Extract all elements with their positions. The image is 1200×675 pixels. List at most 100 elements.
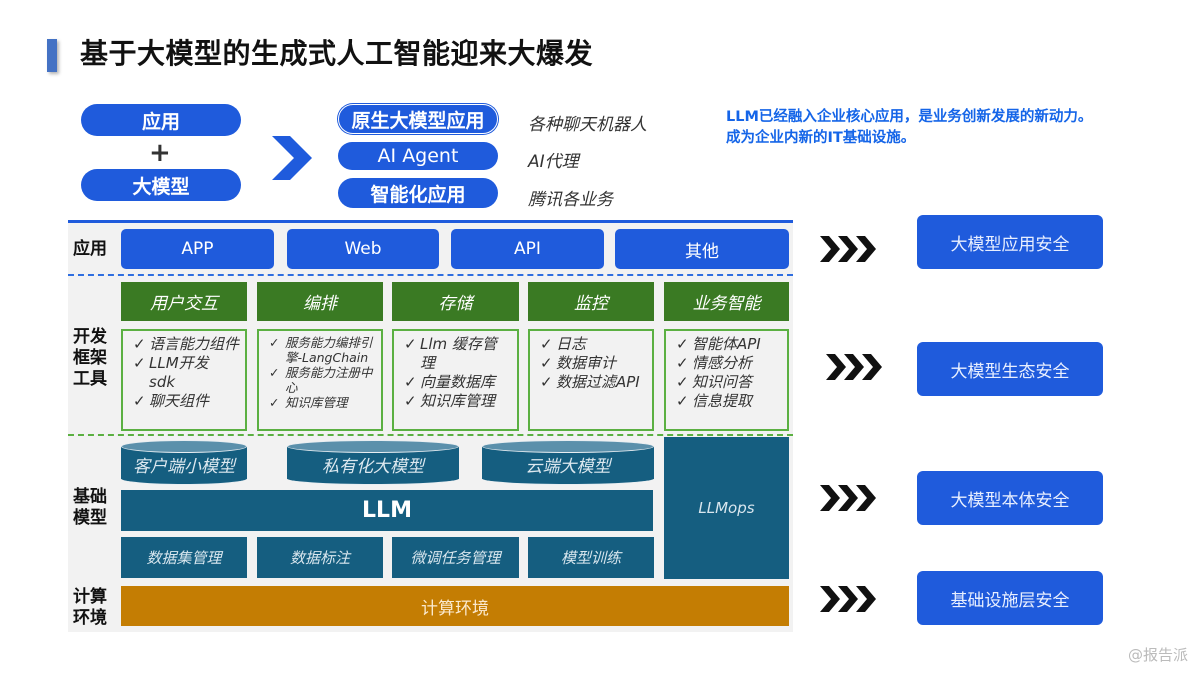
security-ecosystem: 大模型生态安全 bbox=[917, 342, 1103, 396]
app-item-api: API bbox=[451, 229, 604, 269]
list-item: ✓数据审计 bbox=[540, 354, 646, 373]
dev-box-user-interaction: ✓语言能力组件 ✓LLM开发 sdk ✓聊天组件 bbox=[121, 329, 247, 431]
list-item: ✓Llm 缓存管理 bbox=[404, 335, 511, 373]
list-item-text: 服务能力注册中心 bbox=[285, 365, 373, 395]
app-item-web: Web bbox=[287, 229, 439, 269]
list-item: ✓知识问答 bbox=[676, 373, 781, 392]
cylinder-label: 云端大模型 bbox=[525, 457, 611, 477]
dev-header-business-intelligence: 业务智能 bbox=[664, 282, 789, 321]
dev-box-orchestration: ✓ 服务能力编排引擎-LangChain ✓ 服务能力注册中心 ✓ 知识库管理 bbox=[257, 329, 383, 431]
row-label-line: 工具 bbox=[73, 369, 107, 389]
list-item: ✓LLM开发 sdk bbox=[133, 354, 239, 392]
pill-application: 应用 bbox=[81, 104, 241, 136]
pill-intelligent-app: 智能化应用 bbox=[338, 178, 498, 208]
dev-header-monitoring: 监控 bbox=[528, 282, 654, 321]
check-icon: ✓ bbox=[676, 335, 689, 353]
watermark: @报告派 bbox=[1127, 646, 1188, 664]
row-label-application: 应用 bbox=[73, 239, 107, 259]
divider-dashed-green bbox=[68, 434, 793, 436]
row-label-line: 计算 bbox=[73, 587, 107, 607]
title-accent-bar bbox=[47, 39, 57, 72]
cylinder-top bbox=[287, 440, 459, 453]
security-infrastructure: 基础设施层安全 bbox=[917, 571, 1103, 625]
cylinder-top bbox=[121, 440, 247, 453]
check-icon: ✓ bbox=[540, 373, 553, 391]
list-item: ✓信息提取 bbox=[676, 392, 781, 411]
dev-header-storage: 存储 bbox=[392, 282, 519, 321]
task-finetune-management: 微调任务管理 bbox=[392, 537, 519, 578]
list-item: ✓ 服务能力注册中心 bbox=[269, 365, 375, 395]
cylinder-cloud-large-model: 云端大模型 bbox=[482, 440, 654, 485]
desc-chatbots: 各种聊天机器人 bbox=[528, 115, 647, 135]
cylinder-top bbox=[482, 440, 654, 453]
list-item: ✓情感分析 bbox=[676, 354, 781, 373]
pill-native-llm-app: 原生大模型应用 bbox=[338, 104, 498, 134]
cylinder-private-large-model: 私有化大模型 bbox=[287, 440, 459, 485]
row-label-line: 开发 bbox=[73, 327, 107, 347]
page-title: 基于大模型的生成式人工智能迎来大爆发 bbox=[80, 37, 594, 70]
check-icon: ✓ bbox=[269, 335, 280, 350]
divider-dashed-blue bbox=[68, 274, 793, 276]
list-item: ✓数据过滤API bbox=[540, 373, 646, 392]
security-model-itself: 大模型本体安全 bbox=[917, 471, 1103, 525]
list-item-text: 知识库管理 bbox=[420, 392, 496, 410]
dev-box-storage: ✓Llm 缓存管理 ✓向量数据库 ✓知识库管理 bbox=[392, 329, 519, 431]
pill-large-model: 大模型 bbox=[81, 169, 241, 201]
check-icon: ✓ bbox=[676, 373, 689, 391]
list-item: ✓语言能力组件 bbox=[133, 335, 239, 354]
list-item-text: 数据过滤API bbox=[556, 373, 640, 391]
triple-chevron-icon bbox=[820, 236, 876, 262]
check-icon: ✓ bbox=[540, 335, 553, 353]
list-item: ✓知识库管理 bbox=[404, 392, 511, 411]
row-label-dev-framework: 开发 框架 工具 bbox=[73, 327, 107, 390]
row-label-line: 框架 bbox=[73, 348, 107, 368]
list-item-text: 数据审计 bbox=[556, 354, 617, 372]
compute-environment-bar: 计算环境 bbox=[121, 586, 789, 626]
list-item-text: 服务能力编排引擎-LangChain bbox=[285, 335, 373, 365]
task-dataset-management: 数据集管理 bbox=[121, 537, 247, 578]
pill-ai-agent: AI Agent bbox=[338, 142, 498, 170]
cylinder-client-small-model: 客户端小模型 bbox=[121, 440, 247, 485]
app-item-other: 其他 bbox=[615, 229, 789, 269]
row-label-base-model: 基础 模型 bbox=[73, 487, 107, 529]
task-model-training: 模型训练 bbox=[528, 537, 654, 578]
check-icon: ✓ bbox=[676, 392, 689, 410]
list-item: ✓聊天组件 bbox=[133, 392, 239, 411]
list-item: ✓ 知识库管理 bbox=[269, 395, 375, 410]
row-label-compute: 计算 环境 bbox=[73, 587, 107, 629]
row-label-line: 模型 bbox=[73, 508, 107, 528]
check-icon: ✓ bbox=[133, 335, 146, 353]
list-item-text: 聊天组件 bbox=[149, 392, 210, 410]
triple-chevron-icon bbox=[820, 586, 876, 612]
check-icon: ✓ bbox=[404, 392, 417, 410]
list-item: ✓日志 bbox=[540, 335, 646, 354]
plus-sign: + bbox=[149, 138, 171, 168]
security-application: 大模型应用安全 bbox=[917, 215, 1103, 269]
app-item-app: APP bbox=[121, 229, 274, 269]
triple-chevron-icon bbox=[826, 354, 882, 380]
task-data-labeling: 数据标注 bbox=[257, 537, 383, 578]
list-item-text: 知识库管理 bbox=[285, 395, 348, 410]
check-icon: ✓ bbox=[269, 365, 280, 380]
llm-bar: LLM bbox=[121, 490, 653, 531]
note-line-1: LLM已经融入企业核心应用，是业务创新发展的新动力。 bbox=[726, 109, 1093, 125]
list-item: ✓ 服务能力编排引擎-LangChain bbox=[269, 335, 375, 365]
cylinder-label: 私有化大模型 bbox=[322, 457, 424, 477]
note-line-2: 成为企业内新的IT基础设施。 bbox=[726, 130, 916, 146]
check-icon: ✓ bbox=[404, 373, 417, 391]
check-icon: ✓ bbox=[540, 354, 553, 372]
list-item-text: 知识问答 bbox=[692, 373, 753, 391]
dev-box-business-intelligence: ✓智能体API ✓情感分析 ✓知识问答 ✓信息提取 bbox=[664, 329, 789, 431]
list-item-text: 语言能力组件 bbox=[149, 335, 240, 353]
cylinder-label: 客户端小模型 bbox=[133, 457, 235, 477]
dev-header-user-interaction: 用户交互 bbox=[121, 282, 247, 321]
list-item-text: 智能体API bbox=[692, 335, 761, 353]
list-item-text: LLM开发 sdk bbox=[149, 354, 209, 391]
list-item-text: Llm 缓存管理 bbox=[420, 335, 497, 372]
check-icon: ✓ bbox=[676, 354, 689, 372]
chevron-right-icon bbox=[272, 136, 312, 180]
row-label-line: 环境 bbox=[73, 608, 107, 628]
note-text: LLM已经融入企业核心应用，是业务创新发展的新动力。 成为企业内新的IT基础设施… bbox=[726, 107, 1092, 149]
check-icon: ✓ bbox=[133, 354, 146, 372]
check-icon: ✓ bbox=[269, 395, 280, 410]
